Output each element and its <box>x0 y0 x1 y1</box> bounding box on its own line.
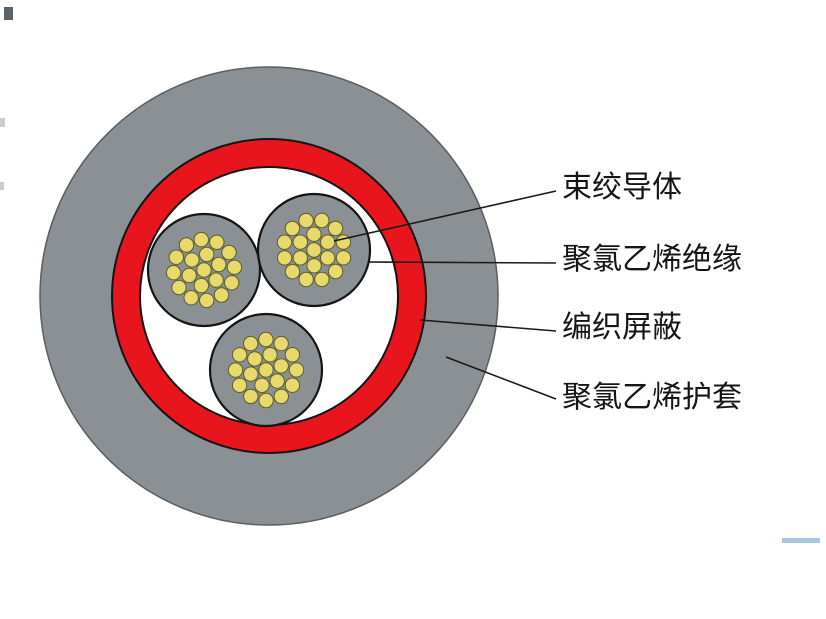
conductor-strand-dot <box>254 377 270 393</box>
conductor-strand-dot <box>258 362 274 378</box>
conductor-strand-dot <box>258 331 274 348</box>
label-pvc-insulation: 聚氯乙烯绝缘 <box>562 243 742 276</box>
conductor-strand-dot <box>211 256 227 273</box>
conductor-strand-dot <box>320 234 336 250</box>
conductor-strand-dot <box>231 347 248 363</box>
conductor-strand-dot <box>165 265 182 281</box>
scan-artifact-top-left <box>4 7 13 20</box>
conductor-strand-dot <box>298 271 314 288</box>
conductor-strand-dot <box>292 250 308 266</box>
conductor-strand-dot <box>284 263 301 280</box>
conductor-strand-dot <box>199 292 215 309</box>
conductor-strand-dot <box>247 351 263 367</box>
conductor-strand-dot <box>213 287 230 303</box>
core-top-left <box>146 212 262 328</box>
conductor-strand-dot <box>269 373 285 389</box>
scan-artifact-left-edge-1 <box>0 118 5 127</box>
conductor-strand-dot <box>171 279 187 296</box>
conductor-strand-dot <box>306 258 322 274</box>
conductor-strand-dot <box>258 392 274 409</box>
label-braided-shield: 编织屏蔽 <box>562 311 682 344</box>
conductor-strand-dot <box>262 347 278 363</box>
conductor-strand-dot <box>288 362 305 378</box>
scan-artifact-left-edge-2 <box>0 182 4 190</box>
conductor-strand-dot <box>284 347 301 363</box>
conductor-strand-dot <box>273 335 289 352</box>
conductor-strand-dot <box>193 231 209 248</box>
conductor-strand-dot <box>193 277 209 294</box>
leader-line-pvc-insulation <box>367 261 557 264</box>
conductor-strand-dot <box>178 237 195 253</box>
leader-line-pvc-sheath <box>445 356 557 400</box>
conductor-strand-dot <box>306 242 322 258</box>
conductor-strand-dot <box>327 220 344 237</box>
conductor-strand-dot <box>292 234 308 250</box>
conductor-strand-dot <box>243 366 259 382</box>
conductor-strand-dot <box>298 212 314 229</box>
leader-line-braided-shield <box>419 319 557 332</box>
conductor-strand-dot <box>284 377 301 393</box>
core-bottom <box>208 312 324 428</box>
conductor-strand-dot <box>320 250 336 266</box>
conductor-strand-dot <box>327 263 344 280</box>
conductor-strand-dot <box>184 252 200 268</box>
leader-line-stranded-conductor <box>333 190 557 242</box>
conductor-strand-dot <box>314 212 330 229</box>
conductor-strand-dot <box>231 377 248 393</box>
conductor-strand-dot <box>276 234 293 250</box>
label-pvc-sheath: 聚氯乙烯护套 <box>562 381 742 414</box>
label-stranded-conductor: 束绞导体 <box>562 171 682 204</box>
conductor-strand-dot <box>335 250 352 266</box>
conductor-strand-dot <box>306 226 322 242</box>
conductor-strand-dot <box>243 388 259 405</box>
conductor-strand-dot <box>227 362 244 378</box>
conductor-strand-dot <box>183 290 199 306</box>
conductor-strand-dot <box>196 262 212 278</box>
conductor-strand-dot <box>199 246 215 263</box>
conductor-strand-dot <box>224 275 240 291</box>
conductor-strand-dot <box>273 388 289 405</box>
conductor-strand-dot <box>243 335 259 352</box>
conductor-strand-dot <box>221 244 237 261</box>
core-top-right <box>256 192 372 308</box>
conductor-strand-dot <box>276 250 293 266</box>
conductor-strand-dot <box>181 267 197 284</box>
conductor-strand-dot <box>273 358 289 374</box>
conductor-strand-dot <box>168 249 184 265</box>
conductor-strand-dot <box>208 272 224 288</box>
scan-artifact-bottom-right <box>782 538 820 543</box>
conductor-strand-dot <box>226 259 243 275</box>
conductor-strand-dot <box>209 234 225 250</box>
conductor-strand-dot <box>314 271 330 288</box>
conductor-strand-dot <box>284 220 301 237</box>
